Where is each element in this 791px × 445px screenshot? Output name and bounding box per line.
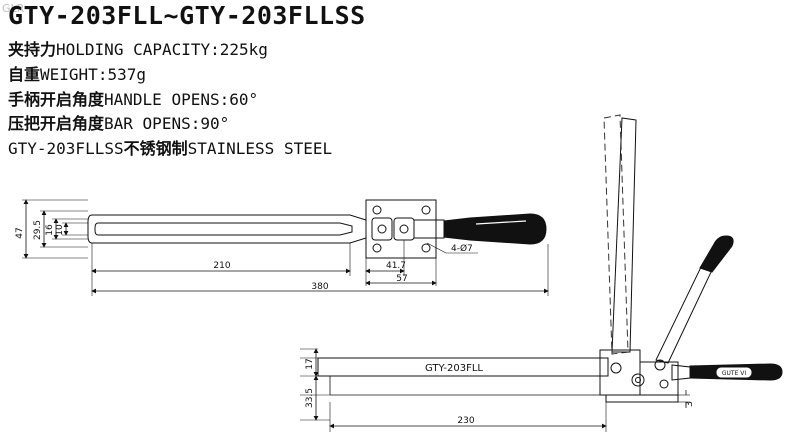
opened-handle-grip xyxy=(699,235,734,273)
dim-pivot-41-7: 41.7 xyxy=(386,261,406,271)
watermark: GLR xyxy=(2,2,25,15)
hole-note: 4-Ø7 xyxy=(451,243,473,254)
dim-bar-29-5: 29.5 xyxy=(33,220,43,240)
pivot-pin xyxy=(399,224,409,234)
base-plate xyxy=(365,199,437,259)
linkage xyxy=(371,217,393,241)
dim-length-380: 380 xyxy=(311,282,328,292)
pivot-bolt xyxy=(631,373,645,387)
pivot-bolt xyxy=(659,379,669,389)
spec-material: GTY-203FLLSS不锈钢制STAINLESS STEEL xyxy=(8,139,333,158)
pivot-bolt xyxy=(610,362,622,374)
side-view xyxy=(300,114,783,432)
mount-hole xyxy=(421,205,431,215)
mount-hole xyxy=(421,243,431,253)
dim-17: 17 xyxy=(305,358,315,369)
spec-weight: 自重WEIGHT:537g xyxy=(8,65,146,84)
dim-33-5: 33.5 xyxy=(305,388,315,408)
dim-height-47: 47 xyxy=(15,227,25,238)
spec-title: GTY-203FLL~GTY-203FLLSS xyxy=(8,1,366,30)
spec-bar-opens: 压把开启角度BAR OPENS:90° xyxy=(8,114,230,133)
bar-slot xyxy=(94,222,353,236)
handle-grip-highlight xyxy=(475,220,527,225)
top-view xyxy=(22,199,549,296)
brand-plate xyxy=(716,367,752,378)
raised-bar-dashed xyxy=(603,114,629,355)
frame-block xyxy=(599,349,641,396)
handle-grip xyxy=(443,213,547,245)
side-model-label: GTY-203FLL xyxy=(425,363,483,374)
pivot-bolt xyxy=(635,377,641,383)
tilted-lever xyxy=(611,117,637,353)
linkage xyxy=(413,219,445,239)
spec-handle-opens: 手柄开启角度HANDLE OPENS:60° xyxy=(8,90,259,109)
spec-holding-capacity: 夹持力HOLDING CAPACITY:225kg xyxy=(8,40,268,59)
dim-slot-16: 16 xyxy=(45,224,55,236)
mount-hole xyxy=(372,243,382,253)
dim-230: 230 xyxy=(457,416,474,426)
opened-handle xyxy=(655,264,713,364)
dim-base-57: 57 xyxy=(396,274,407,284)
base-foot xyxy=(605,394,679,403)
dim-inner-10: 10 xyxy=(55,224,65,236)
pivot-bolt xyxy=(654,359,666,371)
linkage xyxy=(393,217,415,241)
handle-brand: GUTE VI xyxy=(722,370,747,377)
closed-handle xyxy=(671,364,691,381)
dim-length-210: 210 xyxy=(213,261,230,271)
bar-outline xyxy=(87,214,367,244)
mount-hole xyxy=(372,205,382,215)
dim-3: 3 xyxy=(685,401,695,407)
pivot-pin xyxy=(377,224,387,234)
